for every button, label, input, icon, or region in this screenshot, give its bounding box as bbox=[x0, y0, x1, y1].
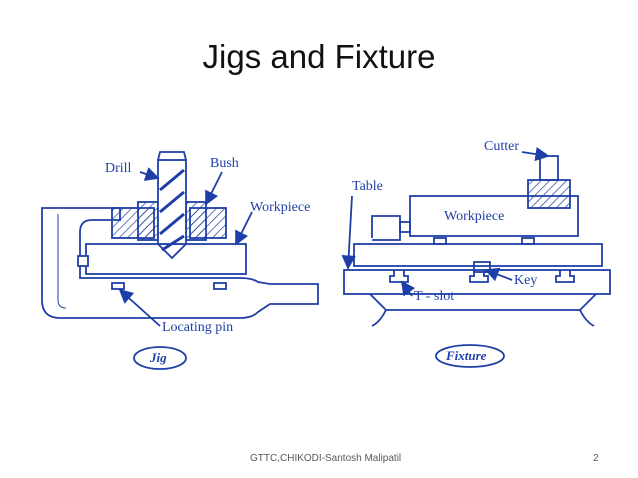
jig-label-drill: Drill bbox=[105, 161, 132, 176]
jig-label-locating-pin: Locating pin bbox=[162, 320, 233, 335]
jig-label-bush: Bush bbox=[210, 156, 239, 171]
fixture-label-workpiece: Workpiece bbox=[444, 209, 504, 224]
fixture-label-key: Key bbox=[514, 273, 537, 288]
fixture-workpiece bbox=[409, 195, 579, 237]
jig-locating-pin-left bbox=[111, 282, 125, 290]
fixture-base bbox=[353, 243, 603, 267]
fixture-label-cutter: Cutter bbox=[484, 139, 519, 154]
fixture-table bbox=[343, 269, 611, 295]
slide-title: Jigs and Fixture bbox=[202, 38, 436, 75]
fixture-key bbox=[473, 261, 491, 273]
fixture-cutter bbox=[527, 179, 571, 209]
jig-label-workpiece: Workpiece bbox=[250, 200, 310, 215]
jig-drill bbox=[157, 151, 187, 260]
fixture-t-slot-3 bbox=[555, 270, 575, 283]
fixture-t-slot-1 bbox=[389, 270, 409, 283]
fixture-diagram bbox=[341, 146, 611, 368]
jig-body bbox=[41, 207, 319, 319]
jig-locating-pin-right bbox=[213, 282, 227, 290]
fixture-label-table: Table bbox=[352, 179, 383, 194]
jig-diagram bbox=[41, 151, 319, 370]
jig-caption: Jig bbox=[149, 350, 167, 365]
fixture-cutter-arbor bbox=[539, 155, 559, 181]
fixture-caption: Fixture bbox=[445, 348, 487, 363]
footer-text: GTTC,CHIKODI-Santosh Malipatil bbox=[250, 453, 402, 464]
page-number: 2 bbox=[593, 453, 599, 464]
fixture-label-t-slot: T - slot bbox=[414, 289, 454, 304]
